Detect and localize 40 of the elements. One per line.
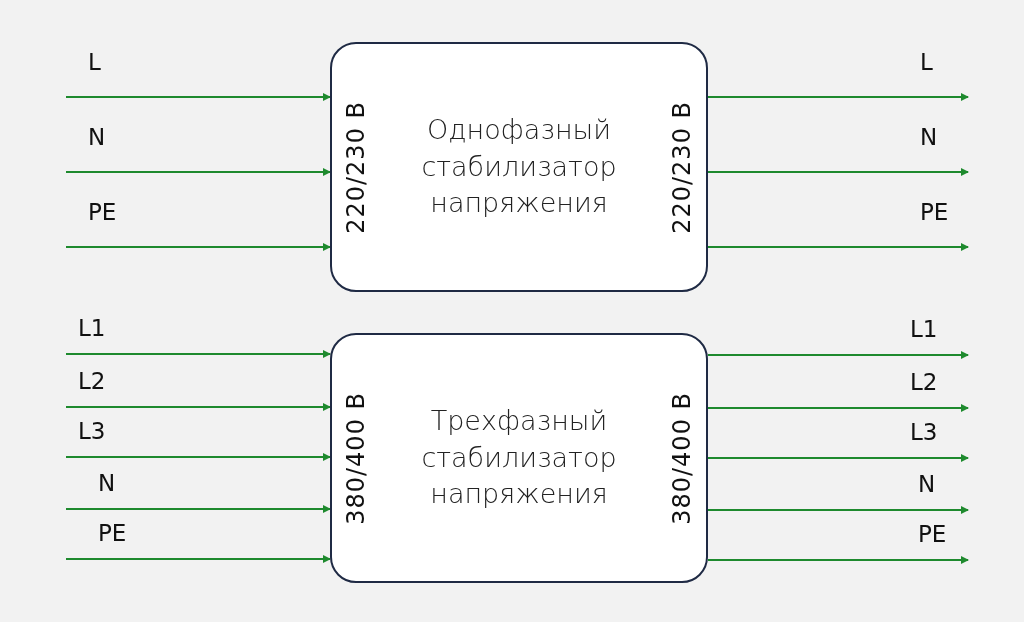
edge-label: PE <box>918 523 947 546</box>
voltage-label: 220/230 В <box>668 100 696 234</box>
arrow <box>66 350 331 358</box>
edge-label: L3 <box>910 421 938 444</box>
stabilizer-box <box>330 333 708 583</box>
arrow <box>708 404 969 412</box>
edge-label: L <box>88 51 101 74</box>
edge-label: L1 <box>78 317 106 340</box>
arrow <box>708 351 969 359</box>
stabilizer-box <box>330 42 708 292</box>
edge-label: L3 <box>78 420 106 443</box>
box-title: Трехфазный стабилизатор напряжения <box>420 404 618 512</box>
arrow <box>66 453 331 461</box>
edge-label: PE <box>98 522 127 545</box>
voltage-label: 220/230 В <box>342 100 370 234</box>
edge-label: L <box>920 51 933 74</box>
edge-label: L2 <box>78 370 106 393</box>
arrow <box>66 555 331 563</box>
arrow <box>708 454 969 462</box>
edge-label: N <box>98 472 116 495</box>
arrow <box>708 168 969 176</box>
arrow <box>66 243 331 251</box>
edge-label: N <box>918 473 936 496</box>
edge-label: N <box>920 126 938 149</box>
arrow <box>66 403 331 411</box>
arrow <box>66 505 331 513</box>
arrow <box>708 556 969 564</box>
box-title: Однофазный стабилизатор напряжения <box>420 113 618 221</box>
arrow <box>708 243 969 251</box>
arrow <box>66 93 331 101</box>
edge-label: PE <box>920 201 949 224</box>
arrow <box>708 93 969 101</box>
edge-label: N <box>88 126 106 149</box>
arrow <box>66 168 331 176</box>
voltage-label: 380/400 В <box>342 391 370 525</box>
arrow <box>708 506 969 514</box>
edge-label: PE <box>88 201 117 224</box>
edge-label: L2 <box>910 371 938 394</box>
edge-label: L1 <box>910 318 938 341</box>
voltage-label: 380/400 В <box>668 391 696 525</box>
